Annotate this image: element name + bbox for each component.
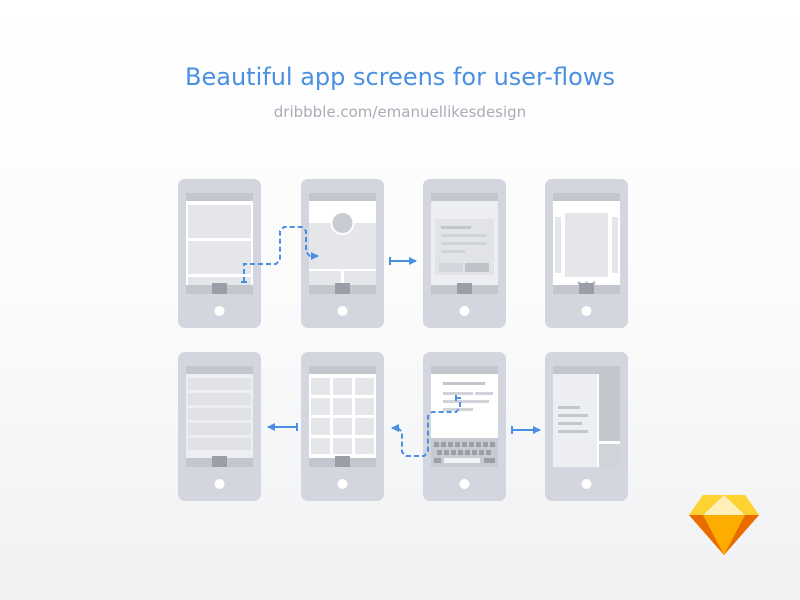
flow-connectors: [241, 226, 541, 457]
flow-path-cards-to-profile: [243, 226, 319, 282]
screen-list-cards: [178, 179, 261, 328]
page-title: Beautiful app screens for user-flows: [185, 63, 615, 91]
screen-list-rows: [178, 352, 261, 501]
screen-keyboard-form: [423, 352, 506, 501]
screen-carousel: [545, 179, 628, 328]
screen-profile: [301, 179, 384, 328]
screen-dialog: [423, 179, 506, 328]
screen-side-menu: [545, 352, 628, 501]
page-subtitle-link[interactable]: dribbble.com/emanuellikesdesign: [273, 103, 527, 121]
sketch-logo-icon: [689, 495, 759, 555]
screen-grid: [301, 352, 384, 501]
